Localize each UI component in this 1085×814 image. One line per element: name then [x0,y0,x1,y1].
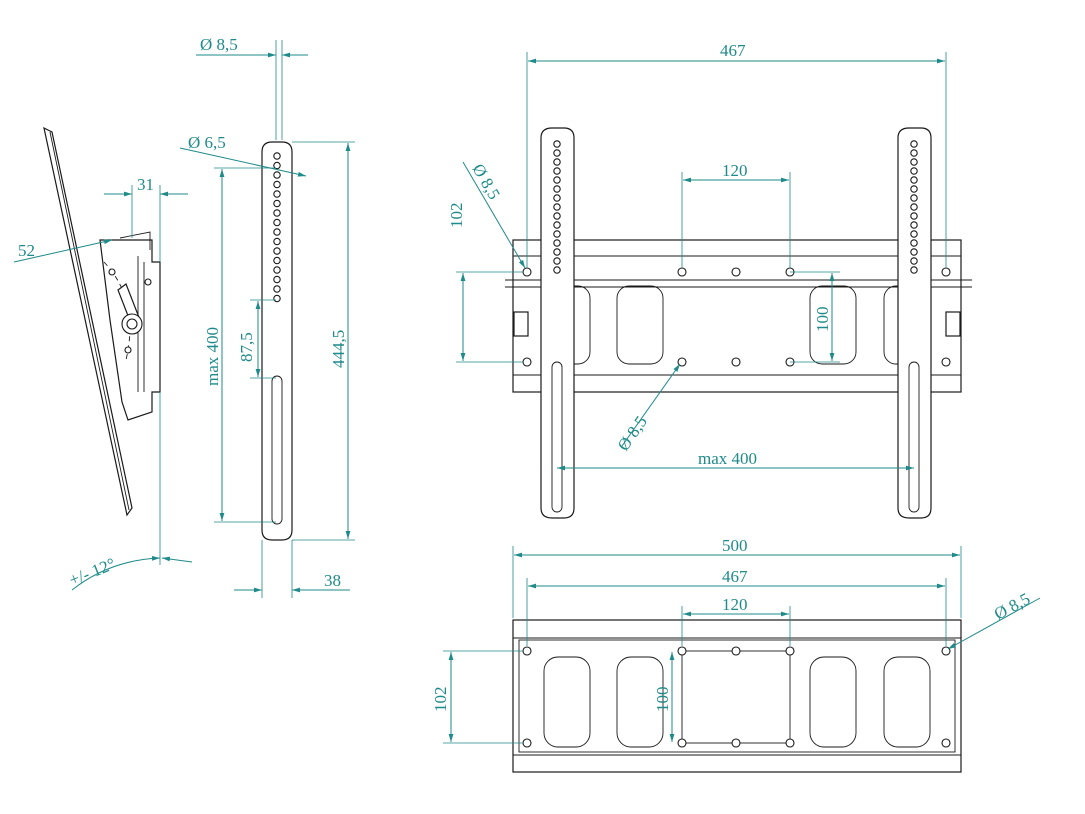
side-lower-hole [124,346,132,354]
side-wall-hole [144,278,152,286]
front-left-arm-hole [553,257,561,265]
dim-hole-65-label: Ø 6,5 [188,133,226,152]
front-dim-hole-label: Ø 8,5 [469,161,504,203]
front-right-arm-hole [910,212,918,220]
front-right-arm-hole [910,203,918,211]
front-view: 467 120 102 Ø 8,5 100 Ø 8,5 max 400 [447,41,972,519]
front-dim-max-400-label: max 400 [698,449,757,468]
front-left-arm-hole [553,221,561,229]
front-left-arm-hole [553,212,561,220]
front-right-arm-hole [910,176,918,184]
side-view: 31 52 +/- 12° [13,126,193,591]
bottom-dim-467-label: 467 [722,567,748,586]
front-right-arm-hole [910,239,918,247]
front-right-arm-hole [910,149,918,157]
arm-outline [261,141,293,541]
front-right-arm [897,127,932,519]
front-wall-plate [512,239,962,393]
front-left-arm-hole [553,194,561,202]
arm-hole [273,228,281,236]
arm-hole [273,199,281,208]
arm-hole [273,190,281,198]
arm-hole [273,152,281,160]
front-left-arm-hole [553,140,561,148]
front-left-arm-hole [553,248,561,256]
front-right-arm-hole [910,167,918,175]
arm-view: Ø 8,5 Ø 6,5 444,5 max 400 87,5 38 [179,35,355,598]
front-right-arm-hole [910,140,918,148]
dim-31-label: 31 [137,175,154,194]
dim-875-label: 87,5 [237,332,256,362]
front-right-arm-hole [910,185,918,193]
bottom-dim-hole-label: Ø 8,5 [991,589,1033,624]
arm-hole [273,285,281,293]
bottom-dim-100-label: 100 [653,687,672,713]
front-right-arm-hole [910,230,918,238]
front-dim-hole-low-label: Ø 8,5 [614,412,651,454]
arm-hole [273,237,281,246]
arm-hole [273,209,281,217]
arm-hole [273,247,281,255]
arm-hole [273,180,281,189]
front-dim-120-label: 120 [722,161,748,180]
arm-hole [273,275,281,284]
arm-hole [273,218,281,227]
arm-slot [271,375,283,525]
front-left-arm-hole [553,176,561,184]
arm-hole [273,161,281,170]
arm-hole [273,171,281,179]
front-left-knob [513,311,529,337]
arm-hole-column [273,152,281,303]
front-dim-102-label: 102 [447,203,466,229]
dim-4445-label: 444,5 [329,330,348,368]
front-left-arm-hole [553,149,561,157]
tv-panel-inner-line [49,131,130,511]
arm-hole [273,294,281,303]
front-left-arm-hole [553,230,561,238]
dim-tilt-label: +/- 12° [66,554,118,590]
side-tilt-knob-center [126,318,138,330]
front-right-arm-hole [910,194,918,202]
front-right-arm-hole [910,257,918,265]
front-left-arm-hole [553,158,561,166]
front-left-arm [540,127,575,519]
dim-max-400-arm-label: max 400 [203,327,222,386]
bottom-dim-500-label: 500 [722,536,748,555]
dim-52-label: 52 [18,241,35,260]
front-left-arm-hole [553,266,561,274]
side-pivot-hole [108,268,116,276]
front-dim-467-label: 467 [720,41,746,60]
front-right-arm-hole [910,221,918,229]
front-left-arm-hole [553,239,561,247]
arm-hole [273,256,281,265]
front-left-arm-hole [553,167,561,175]
front-dim-100-label: 100 [813,307,832,333]
front-right-knob [945,311,961,337]
dim-38-label: 38 [324,571,341,590]
bottom-dim-102-label: 102 [431,687,450,713]
front-left-arm-hole [553,203,561,211]
front-right-arm-hole [910,266,918,274]
front-right-arm-hole [910,248,918,256]
arm-hole [273,266,281,274]
bottom-wall-plate [512,619,962,773]
front-left-arm-hole [553,185,561,193]
front-right-arm-hole [910,158,918,166]
dim-top-hole-dia-label: Ø 8,5 [200,35,238,54]
side-bracket-top-lip [119,231,151,250]
bottom-view: 500 467 120 Ø 8,5 102 100 [431,536,1041,773]
bottom-dim-120-label: 120 [722,595,748,614]
